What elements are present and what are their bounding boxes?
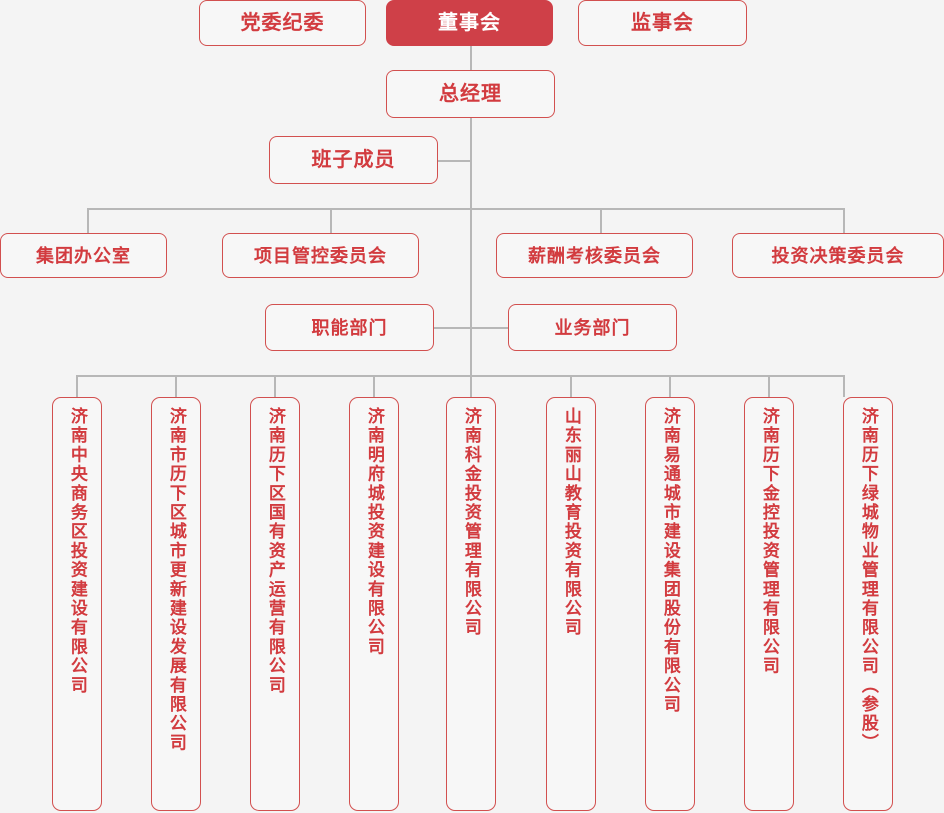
connector-subsidiary-bar xyxy=(76,375,844,377)
connector-committee-drop-3 xyxy=(600,208,602,234)
node-label: 总经理 xyxy=(439,83,502,105)
node-label: 薪酬考核委员会 xyxy=(528,245,661,266)
connector-committee-drop-2 xyxy=(330,208,332,234)
node-label: 集团办公室 xyxy=(36,245,131,266)
node-subsidiary-6[interactable]: 山东丽山教育投资有限公司 xyxy=(546,397,596,811)
node-label: 职能部门 xyxy=(311,317,388,338)
node-committee-investment-decision[interactable]: 投资决策委员会 xyxy=(732,233,944,278)
node-business-departments[interactable]: 业务部门 xyxy=(508,304,677,351)
node-label: 济南历下区国有资产运营有限公司 xyxy=(265,407,285,695)
node-subsidiary-8[interactable]: 济南历下金控投资管理有限公司 xyxy=(744,397,794,811)
node-label: 济南历下绿城物业管理有限公司（参股） xyxy=(858,407,878,753)
node-label: 济南中央商务区投资建设有限公司 xyxy=(67,407,87,695)
connector-spine-main xyxy=(470,46,472,376)
node-label: 董事会 xyxy=(438,12,501,34)
connector-dept-left-stub xyxy=(434,327,472,329)
connector-subsidiary-drop-2 xyxy=(175,375,177,397)
node-board-of-directors[interactable]: 董事会 xyxy=(386,0,553,46)
connector-subsidiary-drop-3 xyxy=(274,375,276,397)
connector-leadership-stub xyxy=(438,160,472,162)
node-subsidiary-7[interactable]: 济南易通城市建设集团股份有限公司 xyxy=(645,397,695,811)
node-label: 班子成员 xyxy=(311,149,396,171)
connector-dept-right-stub xyxy=(470,327,510,329)
node-committee-project-control[interactable]: 项目管控委员会 xyxy=(222,233,419,278)
node-general-manager[interactable]: 总经理 xyxy=(386,70,555,118)
node-subsidiary-4[interactable]: 济南明府城投资建设有限公司 xyxy=(349,397,399,811)
node-subsidiary-5[interactable]: 济南科金投资管理有限公司 xyxy=(446,397,496,811)
connector-subsidiary-drop-6 xyxy=(570,375,572,397)
node-label: 业务部门 xyxy=(554,317,631,338)
node-label: 济南市历下区城市更新建设发展有限公司 xyxy=(166,407,186,753)
connector-subsidiary-drop-9 xyxy=(843,375,845,397)
node-subsidiary-9[interactable]: 济南历下绿城物业管理有限公司（参股） xyxy=(843,397,893,811)
connector-subsidiary-drop-4 xyxy=(373,375,375,397)
node-label: 济南易通城市建设集团股份有限公司 xyxy=(660,407,680,715)
node-label: 党委纪委 xyxy=(240,12,325,34)
connector-committee-bar xyxy=(87,208,844,210)
node-label: 济南历下金控投资管理有限公司 xyxy=(759,407,779,676)
node-label: 济南明府城投资建设有限公司 xyxy=(364,407,384,657)
node-label: 济南科金投资管理有限公司 xyxy=(461,407,481,638)
connector-committee-drop-1 xyxy=(87,208,89,234)
connector-subsidiary-drop-1 xyxy=(76,375,78,397)
node-committee-group-office[interactable]: 集团办公室 xyxy=(0,233,167,278)
node-label: 项目管控委员会 xyxy=(254,245,387,266)
connector-subsidiary-drop-8 xyxy=(768,375,770,397)
connector-subsidiary-drop-7 xyxy=(669,375,671,397)
node-label: 投资决策委员会 xyxy=(771,245,905,266)
node-subsidiary-2[interactable]: 济南市历下区城市更新建设发展有限公司 xyxy=(151,397,201,811)
node-subsidiary-1[interactable]: 济南中央商务区投资建设有限公司 xyxy=(52,397,102,811)
node-label: 山东丽山教育投资有限公司 xyxy=(561,407,581,638)
node-subsidiary-3[interactable]: 济南历下区国有资产运营有限公司 xyxy=(250,397,300,811)
connector-subsidiary-drop-5 xyxy=(470,375,472,397)
connector-committee-drop-4 xyxy=(843,208,845,234)
node-party-committee[interactable]: 党委纪委 xyxy=(199,0,366,46)
node-label: 监事会 xyxy=(631,12,694,34)
node-committee-compensation-review[interactable]: 薪酬考核委员会 xyxy=(496,233,693,278)
node-leadership-team[interactable]: 班子成员 xyxy=(269,136,438,184)
node-board-of-supervisors[interactable]: 监事会 xyxy=(578,0,747,46)
node-functional-departments[interactable]: 职能部门 xyxy=(265,304,434,351)
